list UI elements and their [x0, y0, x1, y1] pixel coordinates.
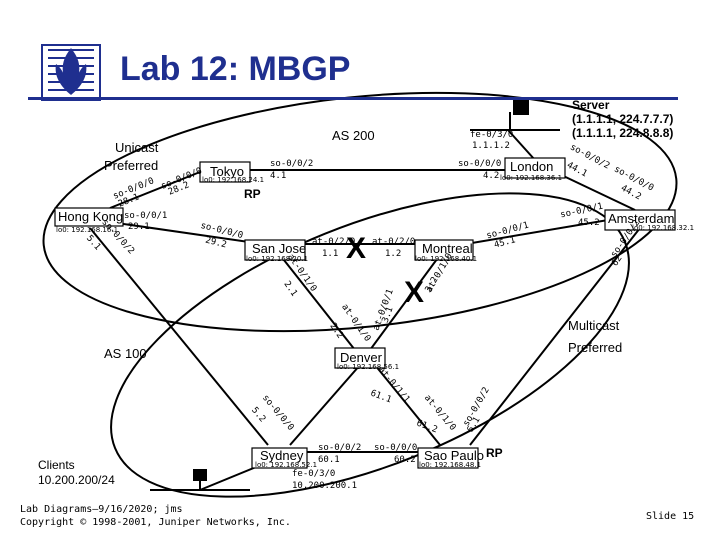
router-box-amsterdam	[604, 209, 676, 231]
rp-bottom-label: RP	[486, 446, 503, 460]
tokyo-london-addr: 4.1	[270, 171, 287, 181]
router-sydney: Sydney	[260, 448, 304, 463]
footer-line-1: Lab Diagrams—9/16/2020; jms	[20, 504, 183, 515]
fe-server-if: fe-0/3/0	[470, 130, 514, 140]
router-box-sanjose	[244, 239, 306, 261]
preferred-bottom-label: Preferred	[568, 340, 623, 355]
sp-sydney-if: so-0/0/0	[374, 443, 418, 453]
link-sanjose-denver	[279, 254, 356, 351]
montreal-sj-addr: 1.2	[385, 249, 402, 259]
router-sydney-lo: lo0: 192.168.52.1	[255, 461, 318, 469]
router-london-lo: lo0: 192.168.36.1	[500, 174, 563, 182]
tokyo-london-if: so-0/0/2	[270, 159, 314, 169]
router-box-denver	[334, 347, 386, 369]
rp-top-label: RP	[244, 187, 261, 201]
sydney-fe-if: fe-0/3/0	[292, 469, 336, 479]
x-mark-montreal-denver: X	[404, 276, 425, 309]
router-box-hongkong	[54, 207, 124, 227]
router-denver: Denver	[340, 350, 382, 365]
slide-title: Lab 12: MBGP	[120, 50, 351, 88]
link-server-london	[507, 129, 536, 161]
footer: Lab Diagrams—9/16/2020; jms Copyright © …	[20, 503, 291, 529]
router-montreal-lo: lo0: 192.168.40.1	[415, 255, 478, 263]
slide-number: Slide 15	[646, 511, 695, 522]
juniper-logo-icon	[41, 44, 101, 101]
multicast-label: Multicast	[568, 318, 620, 333]
london-tokyo-if: so-0/0/0	[458, 159, 502, 169]
router-denver-lo: lo0: 192.168.56.1	[337, 363, 400, 371]
x-mark-sanjose-montreal: X	[346, 232, 367, 265]
london-tokyo-addr: 4.2	[483, 171, 500, 181]
sp-sydney-addr: 60.2	[394, 455, 416, 465]
clients-label: Clients 10.200.200/24	[38, 458, 115, 488]
link-denver-saopaulo	[374, 364, 441, 446]
clients-line-1: Clients	[38, 458, 75, 472]
as200-label: AS 200	[332, 128, 375, 143]
server-line-3: (1.1.1.1, 224.8.8.8)	[572, 126, 674, 140]
server-hub-icon	[470, 99, 560, 131]
footer-line-2: Copyright © 1998-2001, Juniper Networks,…	[20, 517, 291, 528]
hk-sj-if: so-0/0/1	[124, 211, 168, 221]
router-hongkong-lo: lo0: 192.168.16.1	[56, 226, 119, 234]
router-sanjose: San Jose	[252, 241, 307, 256]
fe-server-addr: 1.1.1.2	[472, 141, 510, 151]
router-box-tokyo	[199, 161, 251, 183]
link-hongkong-sydney	[89, 227, 269, 446]
router-tokyo-lo: lo0: 192.168.24.1	[202, 176, 265, 184]
router-box-london	[504, 157, 566, 179]
unicast-label: Unicast	[115, 140, 159, 155]
link-amsterdam-saopaulo	[469, 227, 641, 446]
sydney-sp-addr: 60.1	[318, 455, 340, 465]
router-montreal: Montreal	[422, 241, 473, 256]
as100-label: AS 100	[104, 346, 147, 361]
link-amsterdam-montreal	[459, 217, 621, 246]
server-line-1: Server	[572, 98, 610, 112]
montreal-sj-if: at-0/2/0	[372, 237, 416, 247]
server-label: Server (1.1.1.1, 224.7.7.7) (1.1.1.1, 22…	[572, 98, 673, 140]
link-tokyo-hongkong	[109, 169, 206, 209]
sj-montreal-addr: 1.1	[322, 249, 339, 259]
clients-hub-icon	[150, 469, 250, 491]
router-london: London	[510, 159, 554, 174]
link-montreal-denver	[369, 254, 441, 351]
router-amsterdam: Amsterdam	[608, 211, 675, 226]
router-saopaulo: Sao Paulo	[424, 448, 484, 463]
link-denver-sydney	[289, 364, 361, 446]
multicast-ellipse	[110, 192, 630, 498]
router-box-montreal	[414, 239, 474, 261]
link-london-amsterdam	[554, 171, 636, 211]
link-hongkong-sanjose	[109, 221, 271, 246]
title-rule	[28, 97, 678, 100]
preferred-top-label: Preferred	[104, 158, 159, 173]
ams-montreal-addr: 45.2	[578, 218, 600, 228]
router-saopaulo-lo: lo0: 192.168.48.1	[419, 461, 482, 469]
router-sanjose-lo: lo0: 192.168.20.1	[246, 255, 309, 263]
router-box-sydney	[251, 447, 308, 469]
router-tokyo: Tokyo	[210, 164, 244, 179]
router-amsterdam-lo: lo0: 192.168.32.1	[632, 224, 695, 232]
clients-line-2: 10.200.200/24	[38, 473, 115, 487]
server-line-2: (1.1.1.1, 224.7.7.7)	[572, 112, 674, 126]
router-hongkong: Hong Kong	[58, 209, 124, 224]
sj-montreal-if: at-0/2/0	[312, 237, 356, 247]
sydney-sp-if: so-0/0/2	[318, 443, 362, 453]
sydney-fe-addr: 10.200.200.1	[292, 481, 358, 491]
router-box-saopaulo	[417, 447, 479, 469]
hk-sj-addr: 29.1	[128, 222, 150, 232]
